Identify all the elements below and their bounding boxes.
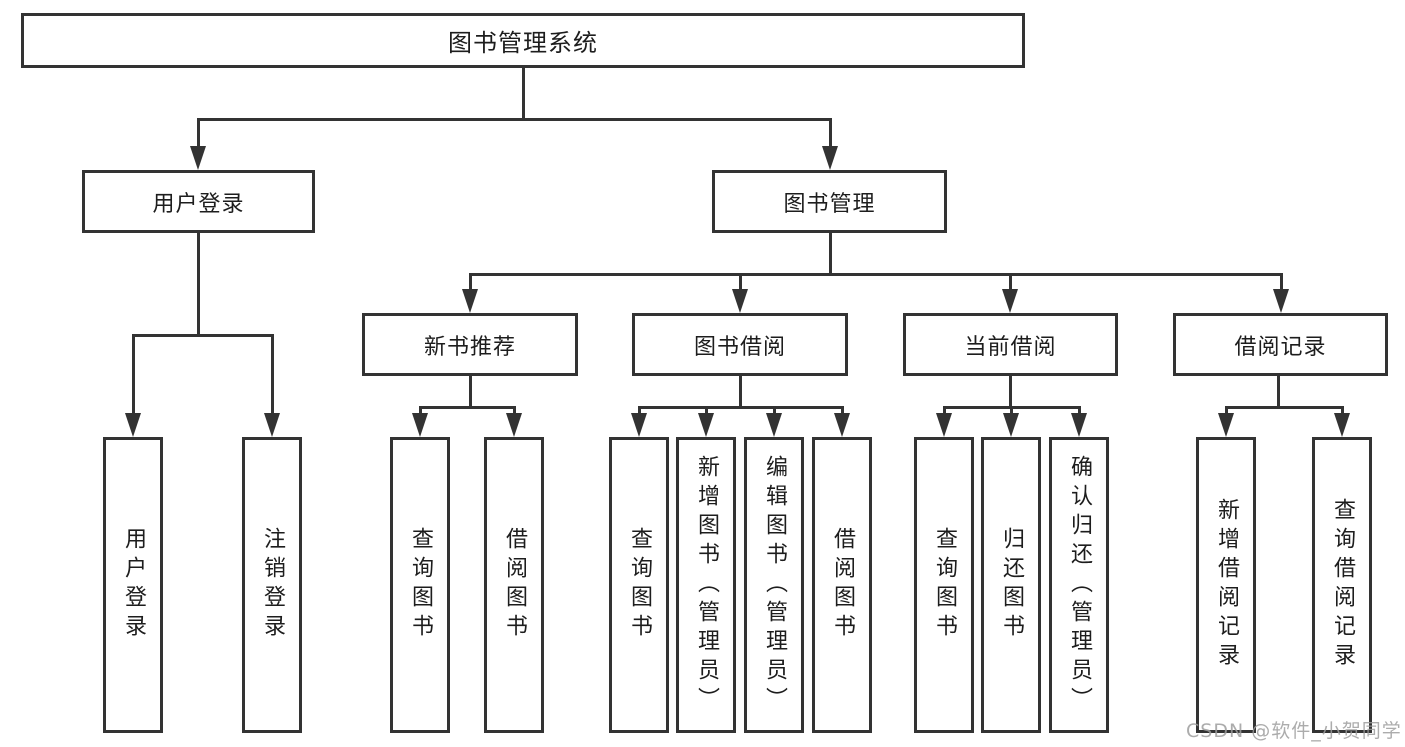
arrow-down-icon-bookmgmt-to-level3-3 [1273, 289, 1289, 313]
leaf-add-borrow-record: 新增借阅记录 [1196, 437, 1256, 733]
edge-drop-bookmgmt-to-level3-2 [1009, 274, 1012, 295]
arrow-down-icon-userlogin-to-leaves-1 [264, 413, 280, 437]
arrow-down-icon-current-to-leaves-2 [1071, 413, 1087, 437]
arrow-down-icon-userlogin-to-leaves-0 [125, 413, 141, 437]
edge-drop-bookmgmt-to-level3-0 [469, 274, 472, 295]
leaf-edit-books-admin: 编辑图书（管理员） [744, 437, 804, 733]
edge-stem-borrow-to-leaves [739, 376, 742, 409]
node-user-login: 用户登录 [82, 170, 315, 233]
arrow-down-icon-bookmgmt-to-level3-1 [732, 289, 748, 313]
leaf-query-borrow-record: 查询借阅记录 [1312, 437, 1372, 733]
edge-drop-root-to-level2-1 [829, 119, 832, 152]
edge-drop-userlogin-to-leaves-0 [132, 335, 135, 419]
edge-bar-bookmgmt-to-level3 [469, 273, 1283, 276]
edge-stem-records-to-leaves [1277, 376, 1280, 409]
edge-bar-borrow-to-leaves [638, 406, 844, 409]
leaf-query-books-3: 查询图书 [914, 437, 974, 733]
arrow-down-icon-borrow-to-leaves-1 [698, 413, 714, 437]
arrow-down-icon-root-to-level2-0 [190, 146, 206, 170]
edge-stem-userlogin-to-leaves [197, 233, 200, 337]
arrow-down-icon-records-to-leaves-1 [1334, 413, 1350, 437]
edge-drop-root-to-level2-0 [197, 119, 200, 152]
edge-bar-root-to-level2 [197, 118, 832, 121]
edge-bar-records-to-leaves [1225, 406, 1344, 409]
arrow-down-icon-newbook-to-leaves-1 [506, 413, 522, 437]
leaf-add-books-admin: 新增图书（管理员） [676, 437, 736, 733]
leaf-confirm-return-admin: 确认归还（管理员） [1049, 437, 1109, 733]
leaf-user-login: 用户登录 [103, 437, 163, 733]
edge-stem-root-to-level2 [522, 68, 525, 121]
node-book-borrowing: 图书借阅 [632, 313, 848, 376]
leaf-query-books-1: 查询图书 [390, 437, 450, 733]
edge-bar-newbook-to-leaves [419, 406, 516, 409]
arrow-down-icon-root-to-level2-1 [822, 146, 838, 170]
arrow-down-icon-bookmgmt-to-level3-2 [1002, 289, 1018, 313]
arrow-down-icon-bookmgmt-to-level3-0 [462, 289, 478, 313]
node-new-book-recommendation: 新书推荐 [362, 313, 578, 376]
leaf-query-books-2: 查询图书 [609, 437, 669, 733]
leaf-borrow-books-2: 借阅图书 [812, 437, 872, 733]
edge-bar-userlogin-to-leaves [132, 334, 274, 337]
arrow-down-icon-borrow-to-leaves-3 [834, 413, 850, 437]
edge-drop-bookmgmt-to-level3-1 [739, 274, 742, 295]
arrow-down-icon-borrow-to-leaves-2 [766, 413, 782, 437]
watermark: CSDN @软件_小贺同学 [1186, 720, 1402, 742]
edge-drop-bookmgmt-to-level3-3 [1280, 274, 1283, 295]
node-current-borrowing: 当前借阅 [903, 313, 1118, 376]
edge-stem-newbook-to-leaves [469, 376, 472, 409]
edge-stem-bookmgmt-to-level3 [829, 233, 832, 276]
leaf-logout: 注销登录 [242, 437, 302, 733]
node-book-management: 图书管理 [712, 170, 947, 233]
edge-stem-current-to-leaves [1009, 376, 1012, 409]
leaf-borrow-books-1: 借阅图书 [484, 437, 544, 733]
arrow-down-icon-current-to-leaves-0 [936, 413, 952, 437]
leaf-return-books: 归还图书 [981, 437, 1041, 733]
arrow-down-icon-newbook-to-leaves-0 [412, 413, 428, 437]
arrow-down-icon-records-to-leaves-0 [1218, 413, 1234, 437]
edge-drop-userlogin-to-leaves-1 [271, 335, 274, 419]
arrow-down-icon-current-to-leaves-1 [1003, 413, 1019, 437]
arrow-down-icon-borrow-to-leaves-0 [631, 413, 647, 437]
node-library-management-system: 图书管理系统 [21, 13, 1025, 68]
node-borrowing-records: 借阅记录 [1173, 313, 1388, 376]
